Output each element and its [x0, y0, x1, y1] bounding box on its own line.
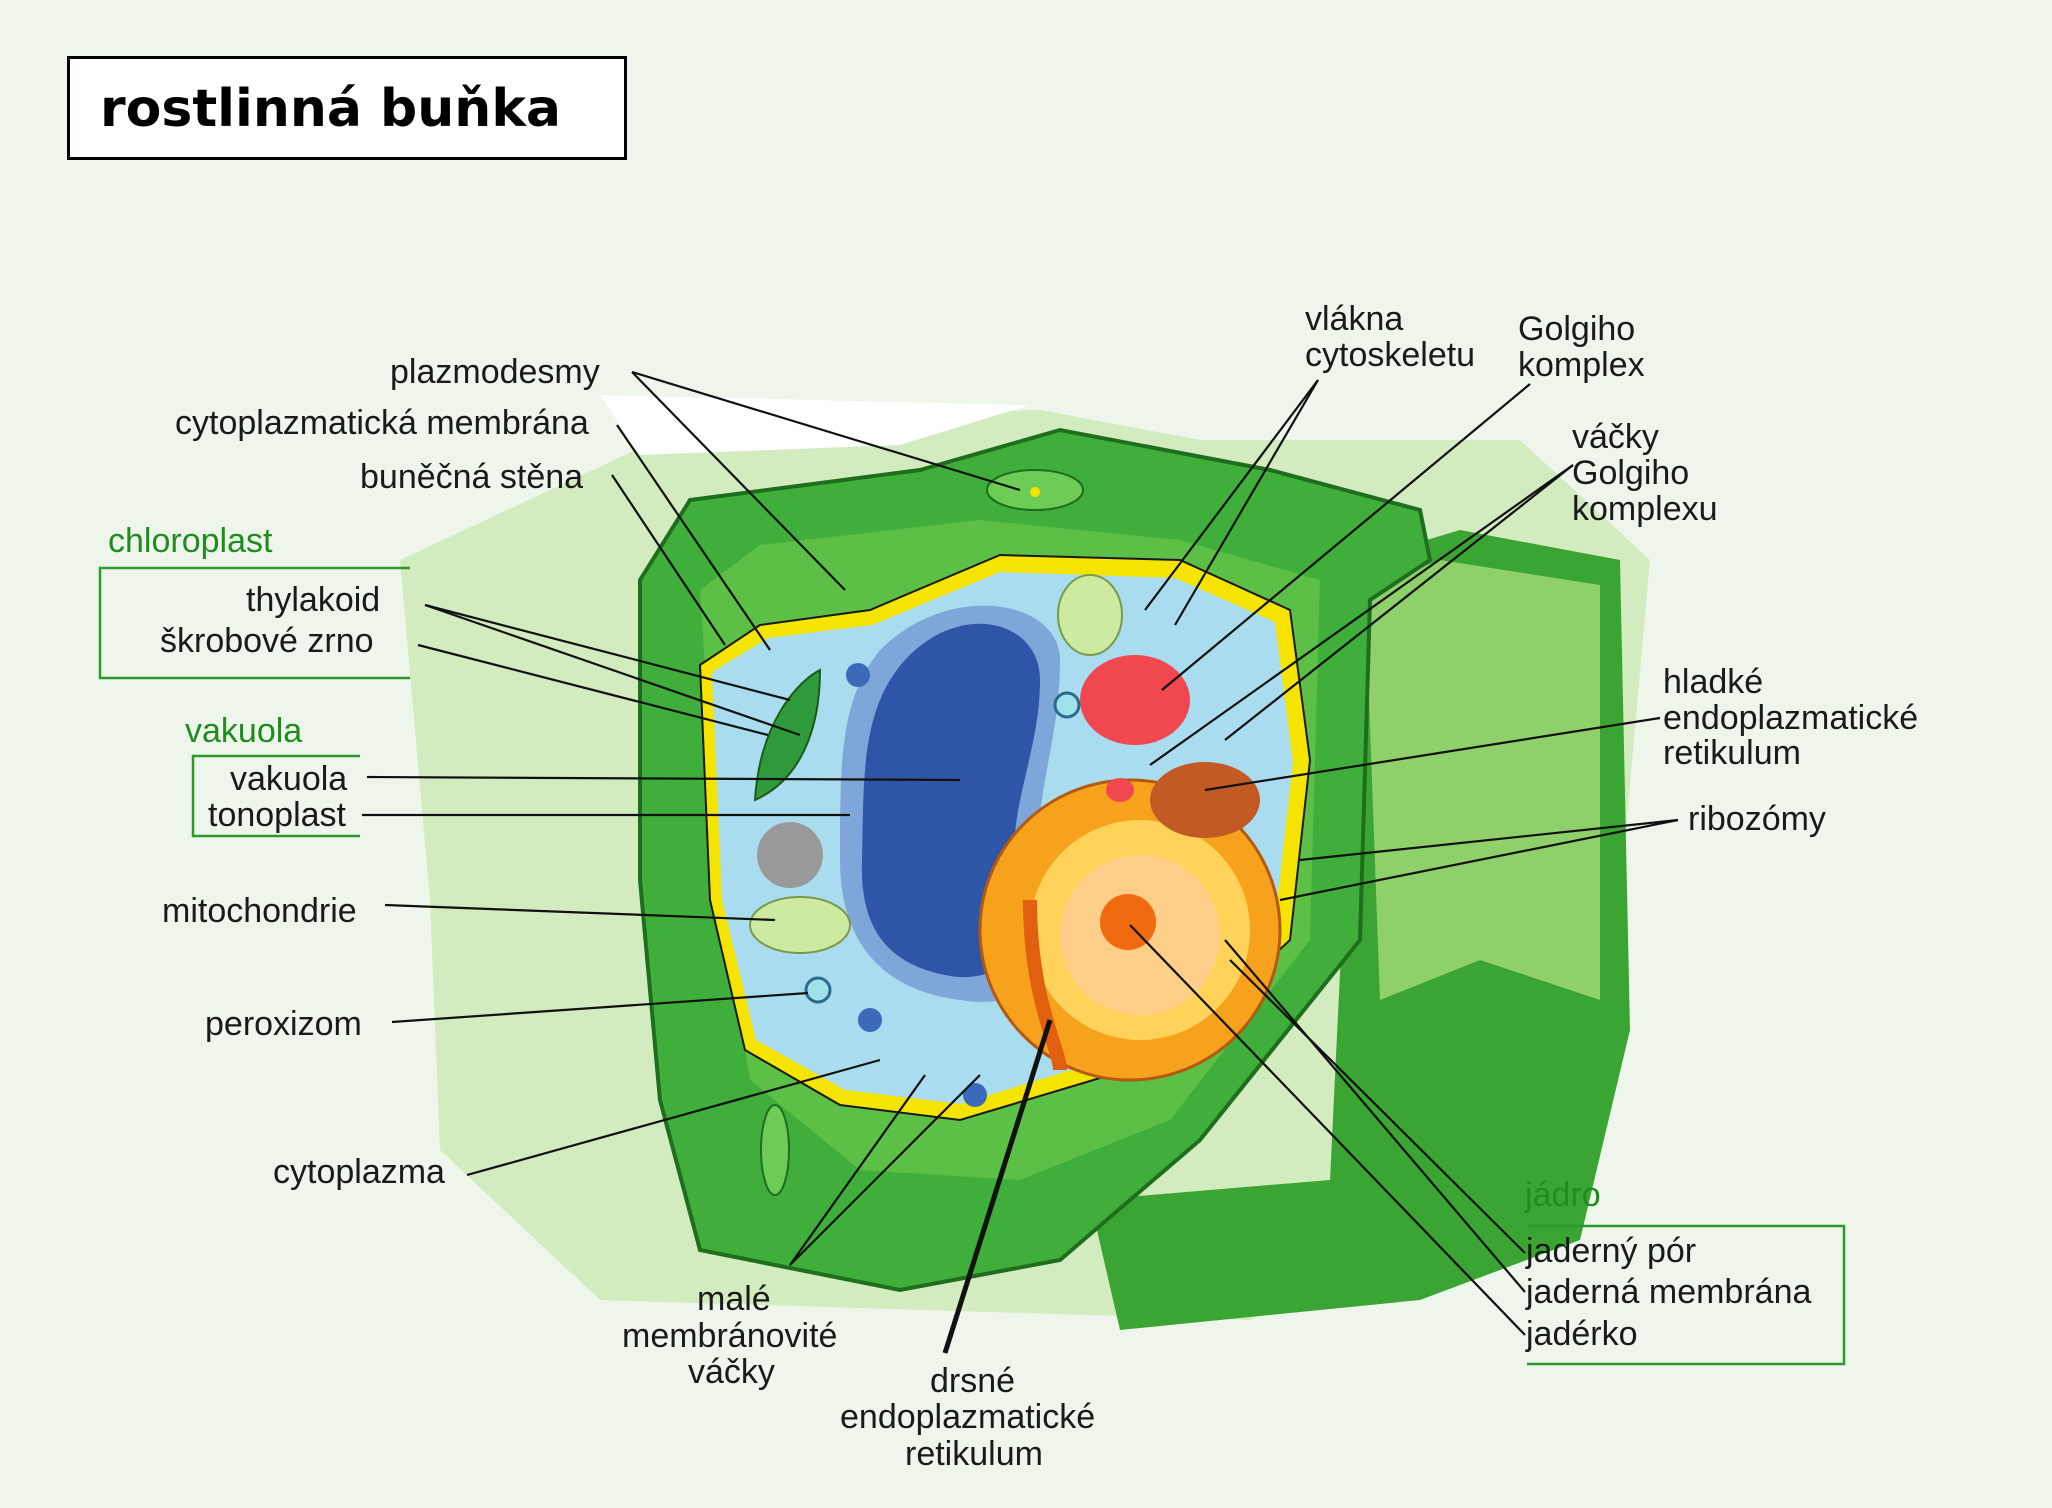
page-title: rostlinná buňka	[100, 79, 561, 139]
peroxisome-shape	[804, 976, 832, 1004]
mitochondrion-shape-2	[1057, 574, 1123, 656]
label-skrobove-zrno: škrobové zrno	[160, 622, 374, 660]
label-vakuola: vakuola	[230, 760, 347, 798]
label-golgi-2: komplex	[1518, 346, 1645, 384]
label-male-vacky-1: malé	[697, 1280, 771, 1318]
label-golgi-1: Golgiho	[1518, 310, 1635, 348]
group-heading-vakuola: vakuola	[185, 712, 302, 750]
vesicle-shape	[963, 1083, 987, 1107]
label-drsne-er-2: endoplazmatické	[840, 1398, 1095, 1436]
label-cytoplazma: cytoplazma	[273, 1153, 445, 1191]
mitochondrion-shape	[749, 896, 851, 954]
label-tonoplast: tonoplast	[208, 796, 347, 834]
label-mitochondrie: mitochondrie	[162, 892, 357, 930]
leader-lines	[362, 370, 1679, 1354]
right-wall-inner	[1365, 560, 1600, 1000]
label-vlakna-2: cytoskeletu	[1305, 336, 1475, 374]
smooth-er-shape	[1150, 762, 1260, 838]
vesicle-shape	[858, 1008, 882, 1032]
golgi-vesicle	[1106, 778, 1134, 802]
label-hladke-er-3: retikulum	[1663, 734, 1801, 772]
label-ribozomy: ribozómy	[1688, 800, 1826, 838]
vakuola-group-bracket	[191, 754, 360, 838]
label-peroxizom: peroxizom	[205, 1005, 362, 1043]
label-jaderny-por: jaderný pór	[1525, 1232, 1696, 1270]
title-box: rostlinná buňka	[67, 56, 627, 160]
label-vacky-golgi-1: váčky	[1572, 418, 1659, 456]
label-vlakna-1: vlákna	[1305, 300, 1403, 338]
group-heading-chloroplast: chloroplast	[108, 522, 273, 560]
label-cytoplazmaticka-membrana: cytoplazmatická membrána	[175, 404, 589, 442]
golgi-shape	[1080, 655, 1190, 745]
vesicle-shape	[846, 663, 870, 687]
white-gap	[600, 395, 1030, 455]
nucleolus-shape	[1100, 894, 1156, 950]
chloroplast-group-bracket	[98, 566, 410, 680]
jadro-group-bracket	[1527, 1224, 1846, 1366]
label-male-vacky-3: váčky	[688, 1353, 775, 1391]
peroxisome-shape-2	[1053, 691, 1081, 719]
label-thylakoid: thylakoid	[246, 581, 380, 619]
plasmodesma-shape-2	[760, 1104, 790, 1196]
label-drsne-er-3: retikulum	[905, 1435, 1043, 1473]
label-vacky-golgi-2: Golgiho	[1572, 454, 1689, 492]
label-drsne-er-1: drsné	[930, 1362, 1015, 1400]
label-hladke-er-1: hladké	[1663, 663, 1763, 701]
plasmodesma-pore	[1030, 487, 1040, 497]
label-hladke-er-2: endoplazmatické	[1663, 699, 1918, 737]
chloroplast-shape	[753, 668, 822, 802]
rough-er-shape	[1023, 899, 1067, 1071]
group-heading-jadro: jádro	[1524, 1176, 1601, 1214]
label-vacky-golgi-3: komplexu	[1572, 490, 1718, 528]
label-bunecna-stena: buněčná stěna	[360, 458, 583, 496]
granule-shape	[757, 822, 823, 888]
label-jaderna-membrana: jaderná membrána	[1525, 1273, 1811, 1311]
label-jaderko: jadérko	[1525, 1315, 1638, 1353]
label-plazmodesmy: plazmodesmy	[390, 353, 600, 391]
label-male-vacky-2: membránovité	[622, 1317, 837, 1355]
